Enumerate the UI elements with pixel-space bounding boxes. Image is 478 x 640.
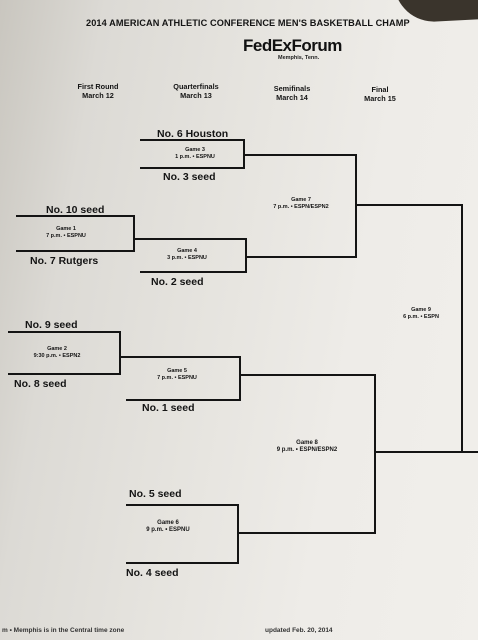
game-label: Game 5 7 p.m. • ESPNU [137, 368, 217, 382]
round-date: March 13 [180, 91, 212, 100]
bracket-line [375, 451, 478, 453]
game-time: 7 p.m. • ESPNU [157, 375, 197, 381]
bracket-line [134, 238, 144, 240]
bracket-line [461, 204, 463, 452]
round-name: Quarterfinals [173, 82, 219, 91]
team-slot: No. 8 seed [14, 378, 67, 390]
bracket-line [240, 374, 375, 376]
game-name: Game 5 [167, 368, 187, 374]
team-slot: No. 9 seed [25, 319, 78, 331]
footer-updated: updated Feb. 20, 2014 [265, 627, 333, 634]
venue-logo: FedExForum [243, 36, 342, 55]
venue-city: Memphis, Tenn. [278, 55, 320, 61]
game-label: Game 7 7 p.m. • ESPN/ESPN2 [256, 197, 346, 211]
round-header-first: First Round March 12 [68, 82, 128, 100]
bracket-line [120, 356, 130, 358]
game-time: 3 p.m. • ESPNU [167, 255, 207, 261]
bracket-line [246, 256, 356, 258]
game-time: 6 p.m. • ESPN [403, 314, 439, 320]
game-label: Game 6 9 p.m. • ESPNU [128, 520, 208, 534]
bracket-line [140, 271, 246, 273]
game-time: 7 p.m. • ESPNU [46, 233, 86, 239]
bracket-line [126, 504, 238, 506]
team-slot: No. 3 seed [163, 171, 216, 183]
team-slot: No. 2 seed [151, 276, 204, 288]
game-name: Game 4 [177, 248, 197, 254]
round-date: March 12 [82, 91, 114, 100]
game-name: Game 9 [411, 307, 431, 313]
team-slot: No. 5 seed [129, 488, 182, 500]
bracket-line [8, 331, 120, 333]
footer-note: m • Memphis is in the Central time zone [2, 627, 125, 634]
game-name: Game 6 [157, 520, 179, 526]
game-time: 1 p.m. • ESPNU [175, 154, 215, 160]
bracket-line [237, 504, 239, 564]
round-date: March 15 [364, 94, 396, 103]
round-name: Final [371, 85, 389, 94]
game-name: Game 1 [56, 226, 76, 232]
bracket-line [140, 238, 246, 240]
bracket-line [355, 154, 357, 258]
bracket-line [140, 139, 244, 141]
team-slot: No. 4 seed [126, 567, 179, 579]
game-label: Game 1 7 p.m. • ESPNU [26, 226, 106, 240]
bracket-line [356, 204, 462, 206]
round-date: March 14 [276, 93, 308, 102]
bracket-line [126, 356, 240, 358]
team-slot: No. 10 seed [46, 204, 105, 216]
bracket-line [374, 374, 376, 534]
game-label: Game 9 6 p.m. • ESPN [384, 307, 458, 321]
bracket-line [244, 154, 356, 156]
team-slot: No. 7 Rutgers [30, 255, 99, 267]
game-name: Game 8 [296, 440, 318, 446]
game-name: Game 2 [47, 346, 67, 352]
bracket-line [238, 532, 375, 534]
bracket-line [239, 356, 241, 401]
game-time: 9 p.m. • ESPN/ESPN2 [276, 447, 338, 453]
bracket-line [8, 373, 120, 375]
game-name: Game 3 [185, 147, 205, 153]
game-label: Game 8 9 p.m. • ESPN/ESPN2 [255, 440, 359, 454]
page-title: 2014 AMERICAN ATHLETIC CONFERENCE MEN'S … [86, 18, 410, 28]
bracket-line [126, 399, 240, 401]
bracket-line [16, 215, 134, 217]
team-slot: No. 6 Houston [157, 128, 229, 140]
game-label: Game 2 9:30 p.m. • ESPN2 [10, 346, 104, 360]
bracket-line [245, 238, 247, 273]
game-time: 7 p.m. • ESPN/ESPN2 [273, 204, 329, 210]
game-time: 9 p.m. • ESPNU [146, 527, 190, 533]
bracket-line [126, 562, 238, 564]
game-time: 9:30 p.m. • ESPN2 [33, 353, 81, 359]
round-header-semifinals: Semifinals March 14 [262, 84, 322, 102]
bracket-line [133, 215, 135, 252]
round-header-quarterfinals: Quarterfinals March 13 [158, 82, 234, 100]
game-label: Game 4 3 p.m. • ESPNU [152, 248, 222, 262]
bracket-line [16, 250, 134, 252]
round-name: Semifinals [273, 84, 311, 93]
bracket-line [119, 331, 121, 375]
round-header-final: Final March 15 [352, 85, 408, 103]
game-name: Game 7 [291, 197, 311, 203]
team-slot: No. 1 seed [142, 402, 195, 414]
round-name: First Round [77, 82, 119, 91]
game-label: Game 3 1 p.m. • ESPNU [160, 147, 230, 161]
bracket-line [140, 167, 244, 169]
